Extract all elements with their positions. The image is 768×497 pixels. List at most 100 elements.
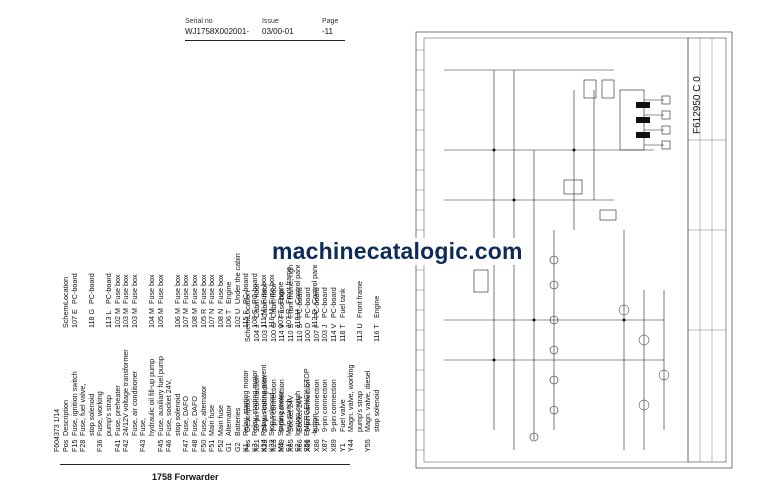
cell-location: Fuse box — [156, 274, 165, 304]
cell-pos: F15 — [70, 439, 79, 452]
table1-header-location: Location — [62, 276, 70, 304]
cell-location: PC-board — [329, 287, 338, 318]
cell-desc: pump's strap — [355, 391, 364, 432]
cell-scheme: 107 M — [182, 308, 191, 328]
cell-desc: stop solenoid — [173, 393, 182, 436]
issue-label: Issue — [262, 18, 279, 25]
cell-desc: Magn. valve, diesel — [364, 370, 373, 432]
cell-location — [79, 244, 88, 304]
cell-desc: Fuse, preheater — [113, 385, 122, 436]
table-row: F36 Fuse, working — [96, 244, 105, 452]
doc-reference: F604373 1/14 — [54, 408, 61, 452]
cell-pos: F46 — [165, 439, 174, 452]
cell-location: PC-board — [87, 273, 96, 304]
cell-scheme: 102 U — [233, 309, 242, 328]
cell-desc: Fuse, DAFO — [190, 396, 199, 436]
cell-desc: Socket 24V — [286, 395, 295, 432]
cell-scheme: 107 E — [70, 309, 79, 328]
cell-location: PC-board — [312, 287, 321, 318]
table1-header: Pos Description Scheme Location — [62, 244, 71, 452]
cell-pos — [105, 436, 114, 452]
cell-scheme: 110 S — [295, 324, 304, 342]
cell-scheme: 103 M — [122, 308, 131, 328]
footer-rule — [60, 464, 350, 465]
cell-desc: Fuse, auxiliary fuel pump — [156, 356, 165, 436]
cell-pos — [131, 436, 140, 452]
table1-header-desc: Description — [62, 400, 70, 436]
cell-scheme: 106 T — [225, 310, 234, 328]
cell-location: Fuse box — [190, 274, 199, 304]
cell-desc: Fuse, fuel valve, — [79, 383, 88, 436]
header-rule — [185, 40, 345, 41]
cell-scheme: 103 J — [321, 324, 330, 342]
cell-scheme: 108 N — [216, 309, 225, 328]
table2-header-pos: Pos — [244, 439, 252, 452]
cell-location: Front frame — [355, 280, 364, 318]
cell-scheme: 110 S — [286, 324, 295, 342]
cell-scheme: 103 M — [130, 308, 139, 328]
cell-scheme — [96, 304, 105, 328]
page-block: Page -11 — [322, 17, 338, 37]
cell-location: Fuel tank — [338, 288, 347, 318]
cell-desc: Main fuse — [208, 404, 217, 436]
page-number: -11 — [322, 27, 333, 36]
cell-pos: F36 — [96, 439, 105, 452]
cell-location: Fuse box — [199, 274, 208, 304]
cell-location: PC-board — [70, 273, 79, 304]
cell-pos — [174, 436, 183, 452]
cell-pos: Y44 — [347, 439, 356, 452]
cell-scheme: 118 T — [338, 324, 347, 342]
cell-pos: X49 — [278, 439, 287, 452]
cell-pos: X81 — [304, 439, 313, 452]
cell-pos: X66 — [295, 439, 304, 452]
wiring-schematic: F612950 C 0 — [415, 31, 733, 469]
cell-pos: Y1 — [338, 443, 347, 452]
cell-pos: X23 — [269, 439, 278, 452]
cell-scheme — [364, 318, 373, 342]
cell-desc: Fuse, alternator — [199, 385, 208, 436]
cell-scheme: 105 R — [199, 309, 208, 328]
cell-pos: F48 — [190, 439, 199, 452]
cell-location: Fuse box — [130, 274, 139, 304]
cell-desc: Fuse, working — [96, 391, 105, 436]
cell-scheme: 103 J — [261, 324, 270, 342]
cell-desc: 24-pin connection — [261, 375, 270, 432]
grid-ticks — [416, 49, 424, 451]
cell-location — [364, 258, 373, 318]
cell-location: Fuse box — [278, 288, 287, 318]
cell-scheme: 100 D — [304, 323, 313, 342]
cell-desc: Alternator — [225, 404, 234, 436]
cell-scheme: 116 T — [372, 324, 381, 342]
table1-header-pos: Pos — [62, 439, 70, 452]
cell-desc: 9-pin connection — [329, 379, 338, 432]
page-label: Page — [322, 18, 339, 25]
cell-scheme: 108 M — [190, 308, 199, 328]
cell-location: Front frame, right — [286, 262, 295, 318]
cell-scheme: 113 L — [104, 311, 113, 328]
cell-pos — [373, 432, 382, 452]
issue-block: Issue 03/00-01 — [262, 17, 294, 37]
cell-location: Fuse box — [147, 274, 156, 304]
cell-pos — [356, 432, 365, 452]
cell-desc: 9-pin connection — [321, 379, 330, 432]
cell-location: Fuse box — [216, 274, 225, 304]
issue-value: 03/00-01 — [262, 27, 294, 36]
cell-pos: X86 — [312, 439, 321, 452]
